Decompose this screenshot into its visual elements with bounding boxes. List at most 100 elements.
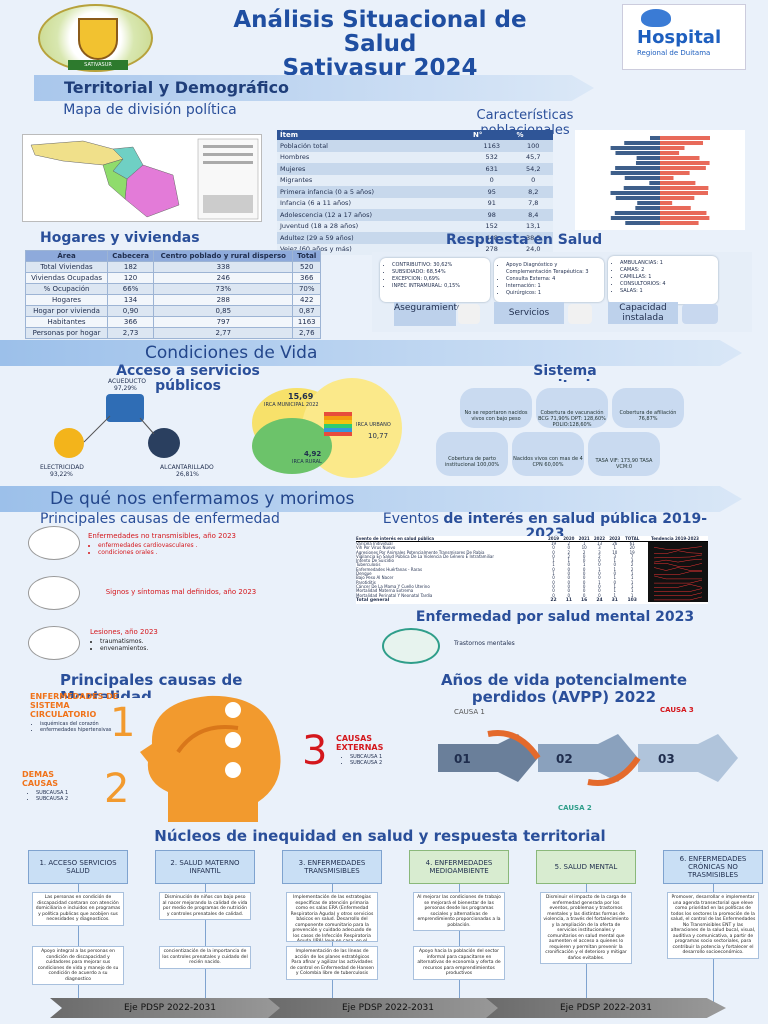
table-cell: 0 bbox=[567, 562, 571, 568]
aseguramiento-card: CONTRIBUTIVO: 30,62%SUBSIDIADO: 68,54%EX… bbox=[380, 258, 490, 302]
mort-number-1: 1 bbox=[110, 700, 136, 746]
list-item: INPEC INTRAMURAL: 0,15% bbox=[392, 283, 486, 290]
table-cell: 73% bbox=[153, 283, 294, 295]
nucleo-box: concientización de la importancia de los… bbox=[159, 946, 251, 969]
nucleo-head: 1. ACCESO SERVICIOS SALUD bbox=[28, 850, 128, 884]
table-cell: 1163 bbox=[470, 140, 514, 152]
table-cell: 1163 bbox=[292, 316, 321, 328]
trend-line bbox=[653, 567, 702, 571]
table-cell: 0 bbox=[582, 571, 586, 577]
list-item: SUBCAUSA 1 bbox=[36, 790, 92, 796]
pyramid-bar bbox=[660, 186, 709, 190]
irca-chart: 15,69 IRCA MUNICIPAL 2022 IRCA URBANO 10… bbox=[252, 378, 402, 478]
table-cell: 0 bbox=[582, 592, 586, 598]
trend-line bbox=[654, 592, 703, 596]
table-cell: 0 bbox=[552, 545, 555, 551]
table-cell: Agresiones Por Animales Potencialmente T… bbox=[356, 549, 485, 555]
table-cell: 98 bbox=[470, 209, 514, 221]
table-cell: 0 bbox=[613, 579, 617, 585]
irca-urbano-label: IRCA URBANO bbox=[356, 422, 391, 428]
list-item: Consulta Externa: 4 bbox=[506, 276, 600, 283]
pyramid-bar bbox=[660, 146, 685, 150]
footer-arrows: Eje PDSP 2022-2031 Eje PDSP 2022-2031 Ej… bbox=[20, 996, 750, 1020]
footer-arrow-3: Eje PDSP 2022-2031 bbox=[486, 998, 726, 1018]
acueducto-label: ACUEDUCTO bbox=[108, 378, 146, 385]
pyramid-bar bbox=[610, 146, 660, 150]
aseguramiento-label: Aseguramiento bbox=[394, 302, 463, 326]
table-cell: 0 bbox=[582, 579, 586, 585]
table-cell: 2,76 bbox=[292, 327, 321, 339]
table-cell: 1 bbox=[630, 579, 634, 585]
heart-circle-icon bbox=[28, 526, 80, 560]
table-cell: 0 bbox=[613, 571, 617, 577]
table-cell: Dengue bbox=[356, 571, 372, 577]
table-cell: % Ocupación bbox=[24, 283, 109, 295]
footer-arrow-2: Eje PDSP 2022-2031 bbox=[268, 998, 508, 1018]
table-cell: 1 bbox=[552, 571, 555, 577]
list-item: enfermedades hipertensivas bbox=[40, 727, 130, 733]
pyramid-bar bbox=[660, 161, 710, 165]
table-cell: 8,2 bbox=[513, 186, 553, 198]
pyramid-bar bbox=[660, 191, 709, 195]
table-cell: 448 bbox=[470, 232, 514, 244]
pyramid-bar bbox=[635, 161, 660, 165]
table-cell: 0 bbox=[552, 553, 555, 559]
table-cell: 0 bbox=[598, 588, 601, 594]
pyramid-bar bbox=[660, 176, 674, 180]
table-cell: 1 bbox=[630, 575, 634, 581]
table-header: 2020 bbox=[563, 536, 575, 541]
table-cell: Viviendas Ocupadas bbox=[24, 272, 109, 284]
table-header: N° bbox=[470, 130, 514, 140]
table-cell: Personas por hogar bbox=[24, 327, 109, 339]
table-cell: 0 bbox=[582, 553, 586, 559]
pyramid-bar bbox=[660, 136, 710, 140]
table-cell: 2,77 bbox=[153, 327, 294, 339]
pyramid-bar bbox=[660, 196, 695, 200]
morbilidad-list: Enfermedades no transmisibles, año 2023e… bbox=[28, 526, 278, 666]
nucleo-head: 6. ENFERMEDADES CRÓNICAS NO TRASMISIBLES bbox=[663, 850, 763, 884]
capacidad-label: Capacidad instalada bbox=[608, 302, 678, 324]
table-cell: 22 bbox=[550, 597, 557, 603]
pyramid-bar bbox=[660, 216, 710, 220]
political-map bbox=[22, 134, 262, 222]
nucleo-head: 3. ENFERMEDADES TRANSMISIBLES bbox=[282, 850, 382, 884]
table-cell: 19 bbox=[629, 549, 635, 555]
trend-line bbox=[653, 558, 703, 563]
list-item: Quirúrgicos: 1 bbox=[506, 290, 600, 297]
respuesta-panel: CONTRIBUTIVO: 30,62%SUBSIDIADO: 68,54%EX… bbox=[372, 252, 752, 332]
nucleo-head: 2. SALUD MATERNO INFANTIL bbox=[155, 850, 255, 884]
acueducto-value: 97,29% bbox=[114, 385, 137, 392]
table-cell: 11 bbox=[565, 597, 572, 603]
electricidad-value: 93,22% bbox=[50, 471, 73, 478]
aseguramiento-icon bbox=[458, 304, 480, 324]
trend-line bbox=[653, 554, 703, 559]
trend-line bbox=[654, 588, 703, 592]
sanitario-4: Nacidos vivos con mas de 4 CPN 60,00% bbox=[512, 432, 584, 476]
table-cell: 0 bbox=[567, 575, 571, 581]
table-cell: 16 bbox=[581, 597, 588, 603]
table-cell: Juventud (18 a 28 años) bbox=[277, 220, 470, 232]
table-cell: 0 bbox=[552, 588, 555, 594]
table-cell: 91 bbox=[470, 197, 514, 209]
banner-territorial: Territorial y Demográfico bbox=[34, 75, 594, 101]
trend-line bbox=[654, 579, 703, 584]
table-cell: Parotiditis bbox=[356, 579, 376, 585]
population-pyramid bbox=[575, 130, 745, 230]
table-cell: 0 bbox=[598, 592, 601, 598]
table-cell: 13,1 bbox=[513, 220, 553, 232]
